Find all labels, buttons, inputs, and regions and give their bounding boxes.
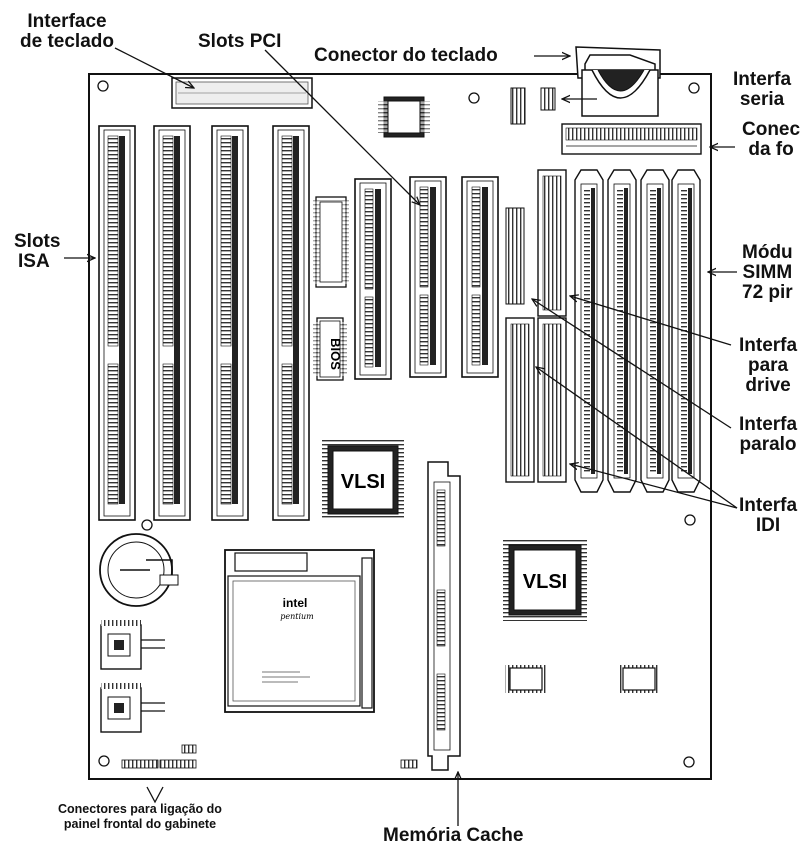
label-conectores-painel: Conectores para ligação do painel fronta… bbox=[58, 802, 222, 832]
isa-slot bbox=[154, 126, 190, 520]
keyboard-interface-block bbox=[172, 78, 312, 108]
label-line: para bbox=[739, 356, 797, 376]
label-line: 72 pir bbox=[742, 283, 793, 303]
label-interface-teclado: Interface de teclado bbox=[20, 12, 114, 52]
label-line: Interfa bbox=[739, 415, 797, 435]
label-line: Módu bbox=[742, 243, 793, 263]
bottom-small-chip-1 bbox=[505, 665, 547, 693]
label-line: de teclado bbox=[20, 32, 114, 52]
top-small-chip bbox=[378, 97, 430, 137]
label-line: da fo bbox=[742, 140, 800, 160]
label-line: ISA bbox=[14, 252, 60, 272]
pci-slot bbox=[410, 177, 446, 377]
label-line: Interface bbox=[20, 12, 114, 32]
pentium-cpu: intel pentium bbox=[225, 550, 374, 712]
dip-chip bbox=[313, 197, 349, 287]
label-line: Interfa bbox=[739, 496, 797, 516]
label-line: Slots bbox=[14, 232, 60, 252]
pci-slot bbox=[462, 177, 498, 377]
label-modulos-simm: Módu SIMM 72 pir bbox=[742, 243, 793, 303]
label-line: SIMM bbox=[742, 263, 793, 283]
label-interface-ide: Interfa IDI bbox=[739, 496, 797, 536]
power-connector bbox=[562, 124, 701, 154]
vlsi-chip-2: VLSI bbox=[503, 539, 587, 621]
label-line: IDI bbox=[739, 516, 797, 536]
label-line: drive bbox=[739, 376, 797, 396]
bottom-small-chip-2 bbox=[618, 665, 660, 693]
label-line: seria bbox=[733, 90, 791, 110]
simm-slot bbox=[608, 170, 636, 492]
vlsi-label-1: VLSI bbox=[341, 471, 385, 493]
bios-label: BIOS bbox=[328, 338, 343, 370]
label-slots-isa: Slots ISA bbox=[14, 232, 60, 272]
vlsi-chip-1: VLSI bbox=[322, 440, 404, 520]
label-conector-fonte: Conec da fo bbox=[742, 120, 800, 160]
pentium-label: pentium bbox=[280, 612, 314, 621]
isa-slot bbox=[212, 126, 248, 520]
keyboard-din-connector bbox=[576, 47, 660, 116]
label-line: Interfa bbox=[733, 70, 791, 90]
pci-slots bbox=[355, 177, 498, 379]
label-line: Conec bbox=[742, 120, 800, 140]
label-line: painel frontal do gabinete bbox=[58, 817, 222, 832]
label-memoria-cache: Memória Cache bbox=[383, 826, 523, 846]
label-interface-drive: Interfa para drive bbox=[739, 336, 797, 396]
label-conector-teclado: Conector do teclado bbox=[314, 46, 498, 66]
label-slots-pci: Slots PCI bbox=[198, 32, 281, 52]
intel-logo: intel bbox=[283, 596, 308, 610]
label-interface-serial: Interfa seria bbox=[733, 70, 791, 110]
label-interface-paralela: Interfa paralo bbox=[739, 415, 797, 455]
vlsi-label-2: VLSI bbox=[523, 571, 567, 593]
pci-slot bbox=[355, 179, 391, 379]
parallel-header bbox=[506, 208, 524, 304]
isa-slot bbox=[99, 126, 135, 520]
cache-memory-stick bbox=[428, 462, 460, 770]
label-line: Interfa bbox=[739, 336, 797, 356]
simm-slot bbox=[575, 170, 603, 492]
label-line: Conectores para ligação do bbox=[58, 802, 222, 817]
label-line: paralo bbox=[739, 435, 797, 455]
floppy-interface bbox=[538, 170, 566, 316]
isa-slot bbox=[273, 126, 309, 520]
bios-chip: BIOS bbox=[313, 318, 347, 380]
